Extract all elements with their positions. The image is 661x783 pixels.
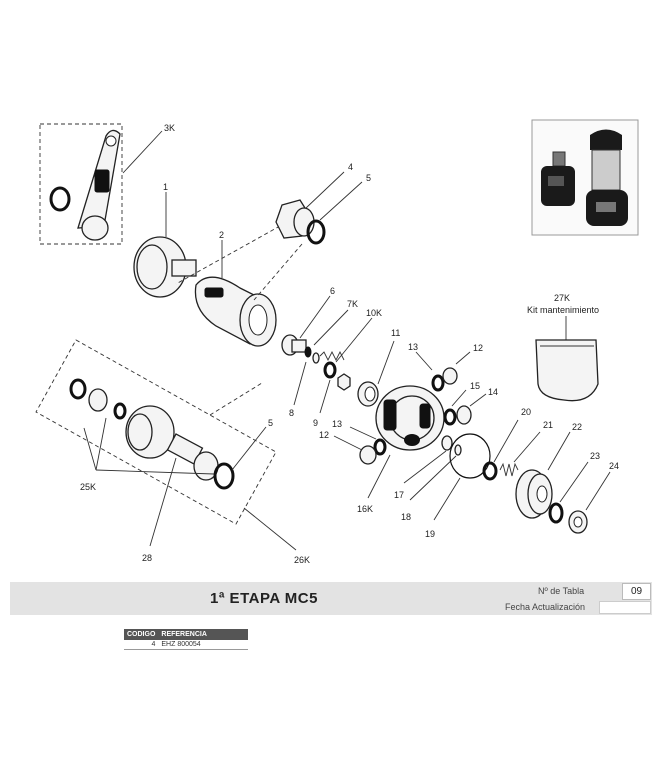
yoke-oring [49, 186, 71, 212]
label-5a: 5 [366, 173, 371, 183]
cell-referencia: EHZ 800054 [158, 640, 249, 650]
product-photo [531, 119, 639, 236]
din-oring-b [113, 402, 127, 420]
label-10k: 10K [366, 308, 382, 318]
fecha-value [599, 601, 651, 614]
label-21: 21 [543, 420, 553, 430]
header-referencia: REFERENCIA [158, 629, 249, 640]
main-body-part [375, 385, 445, 451]
yoke-part [77, 129, 121, 241]
label-13a: 13 [408, 342, 418, 352]
title-bar [10, 582, 652, 615]
plug-oring [306, 219, 326, 245]
label-26k: 26K [294, 555, 310, 565]
label-8: 8 [289, 408, 294, 418]
valve-seat-part [281, 334, 351, 391]
din-oring-c [213, 462, 235, 490]
label-9: 9 [313, 418, 318, 428]
din-kit-box [35, 339, 277, 525]
label-22: 22 [572, 422, 582, 432]
hp-oring [443, 408, 457, 426]
lp-oring-2 [373, 438, 387, 456]
label-12b: 12 [319, 430, 329, 440]
yoke-kit-box [39, 123, 123, 245]
label-4: 4 [348, 162, 353, 172]
table-row: 4 EHZ 800054 [124, 640, 249, 650]
label-13b: 13 [332, 419, 342, 429]
header-codigo: CODIGO [124, 629, 159, 640]
label-3k: 3K [164, 123, 175, 133]
small-seat-part [441, 435, 453, 451]
label-7k: 7K [347, 299, 358, 309]
label-20: 20 [521, 407, 531, 417]
hp-plug-part [456, 405, 472, 425]
label-28: 28 [142, 553, 152, 563]
label-25k: 25K [80, 482, 96, 492]
washer-part [454, 444, 462, 456]
din-oring-a [69, 378, 87, 400]
diaphragm-ring [482, 461, 498, 481]
label-18: 18 [401, 512, 411, 522]
label-15: 15 [470, 381, 480, 391]
fecha-label: Fecha Actualización [505, 602, 586, 612]
label-24: 24 [609, 461, 619, 471]
label-19: 19 [425, 529, 435, 539]
label-23: 23 [590, 451, 600, 461]
label-2: 2 [219, 230, 224, 240]
cell-codigo: 4 [124, 640, 159, 650]
label-16k: 16K [357, 504, 373, 514]
yoke-nut-part [133, 236, 197, 298]
label-5b: 5 [268, 418, 273, 428]
label-6: 6 [330, 286, 335, 296]
label-14: 14 [488, 387, 498, 397]
cap-oring [548, 502, 564, 524]
diaphragm-part [449, 433, 491, 479]
din-handwheel-part [125, 405, 175, 459]
din-connector-part [166, 433, 219, 481]
body-part [194, 276, 277, 347]
spring-part [499, 462, 519, 477]
page-title: 1ª ETAPA MC5 [210, 590, 318, 607]
label-27k: 27K [554, 293, 570, 303]
label-12a: 12 [473, 343, 483, 353]
tabla-label: Nº de Tabla [538, 586, 585, 596]
exploded-parts-diagram: 3K 1 2 4 5 6 7K 10K 8 [35, 119, 639, 565]
reference-table: CODIGO REFERENCIA 4 EHZ 800054 [124, 629, 249, 650]
label-1: 1 [163, 182, 168, 192]
cap-part [515, 469, 553, 519]
lp-oring [431, 374, 445, 392]
din-insert-part [88, 388, 108, 412]
kit-label: Kit mantenimiento [527, 305, 599, 315]
tabla-value: 09 [622, 583, 651, 600]
lp-plug-part [442, 367, 458, 385]
kit-bag-part [535, 339, 599, 402]
lp-plug-part-2 [359, 445, 377, 465]
label-17: 17 [394, 490, 404, 500]
label-11: 11 [391, 328, 400, 338]
